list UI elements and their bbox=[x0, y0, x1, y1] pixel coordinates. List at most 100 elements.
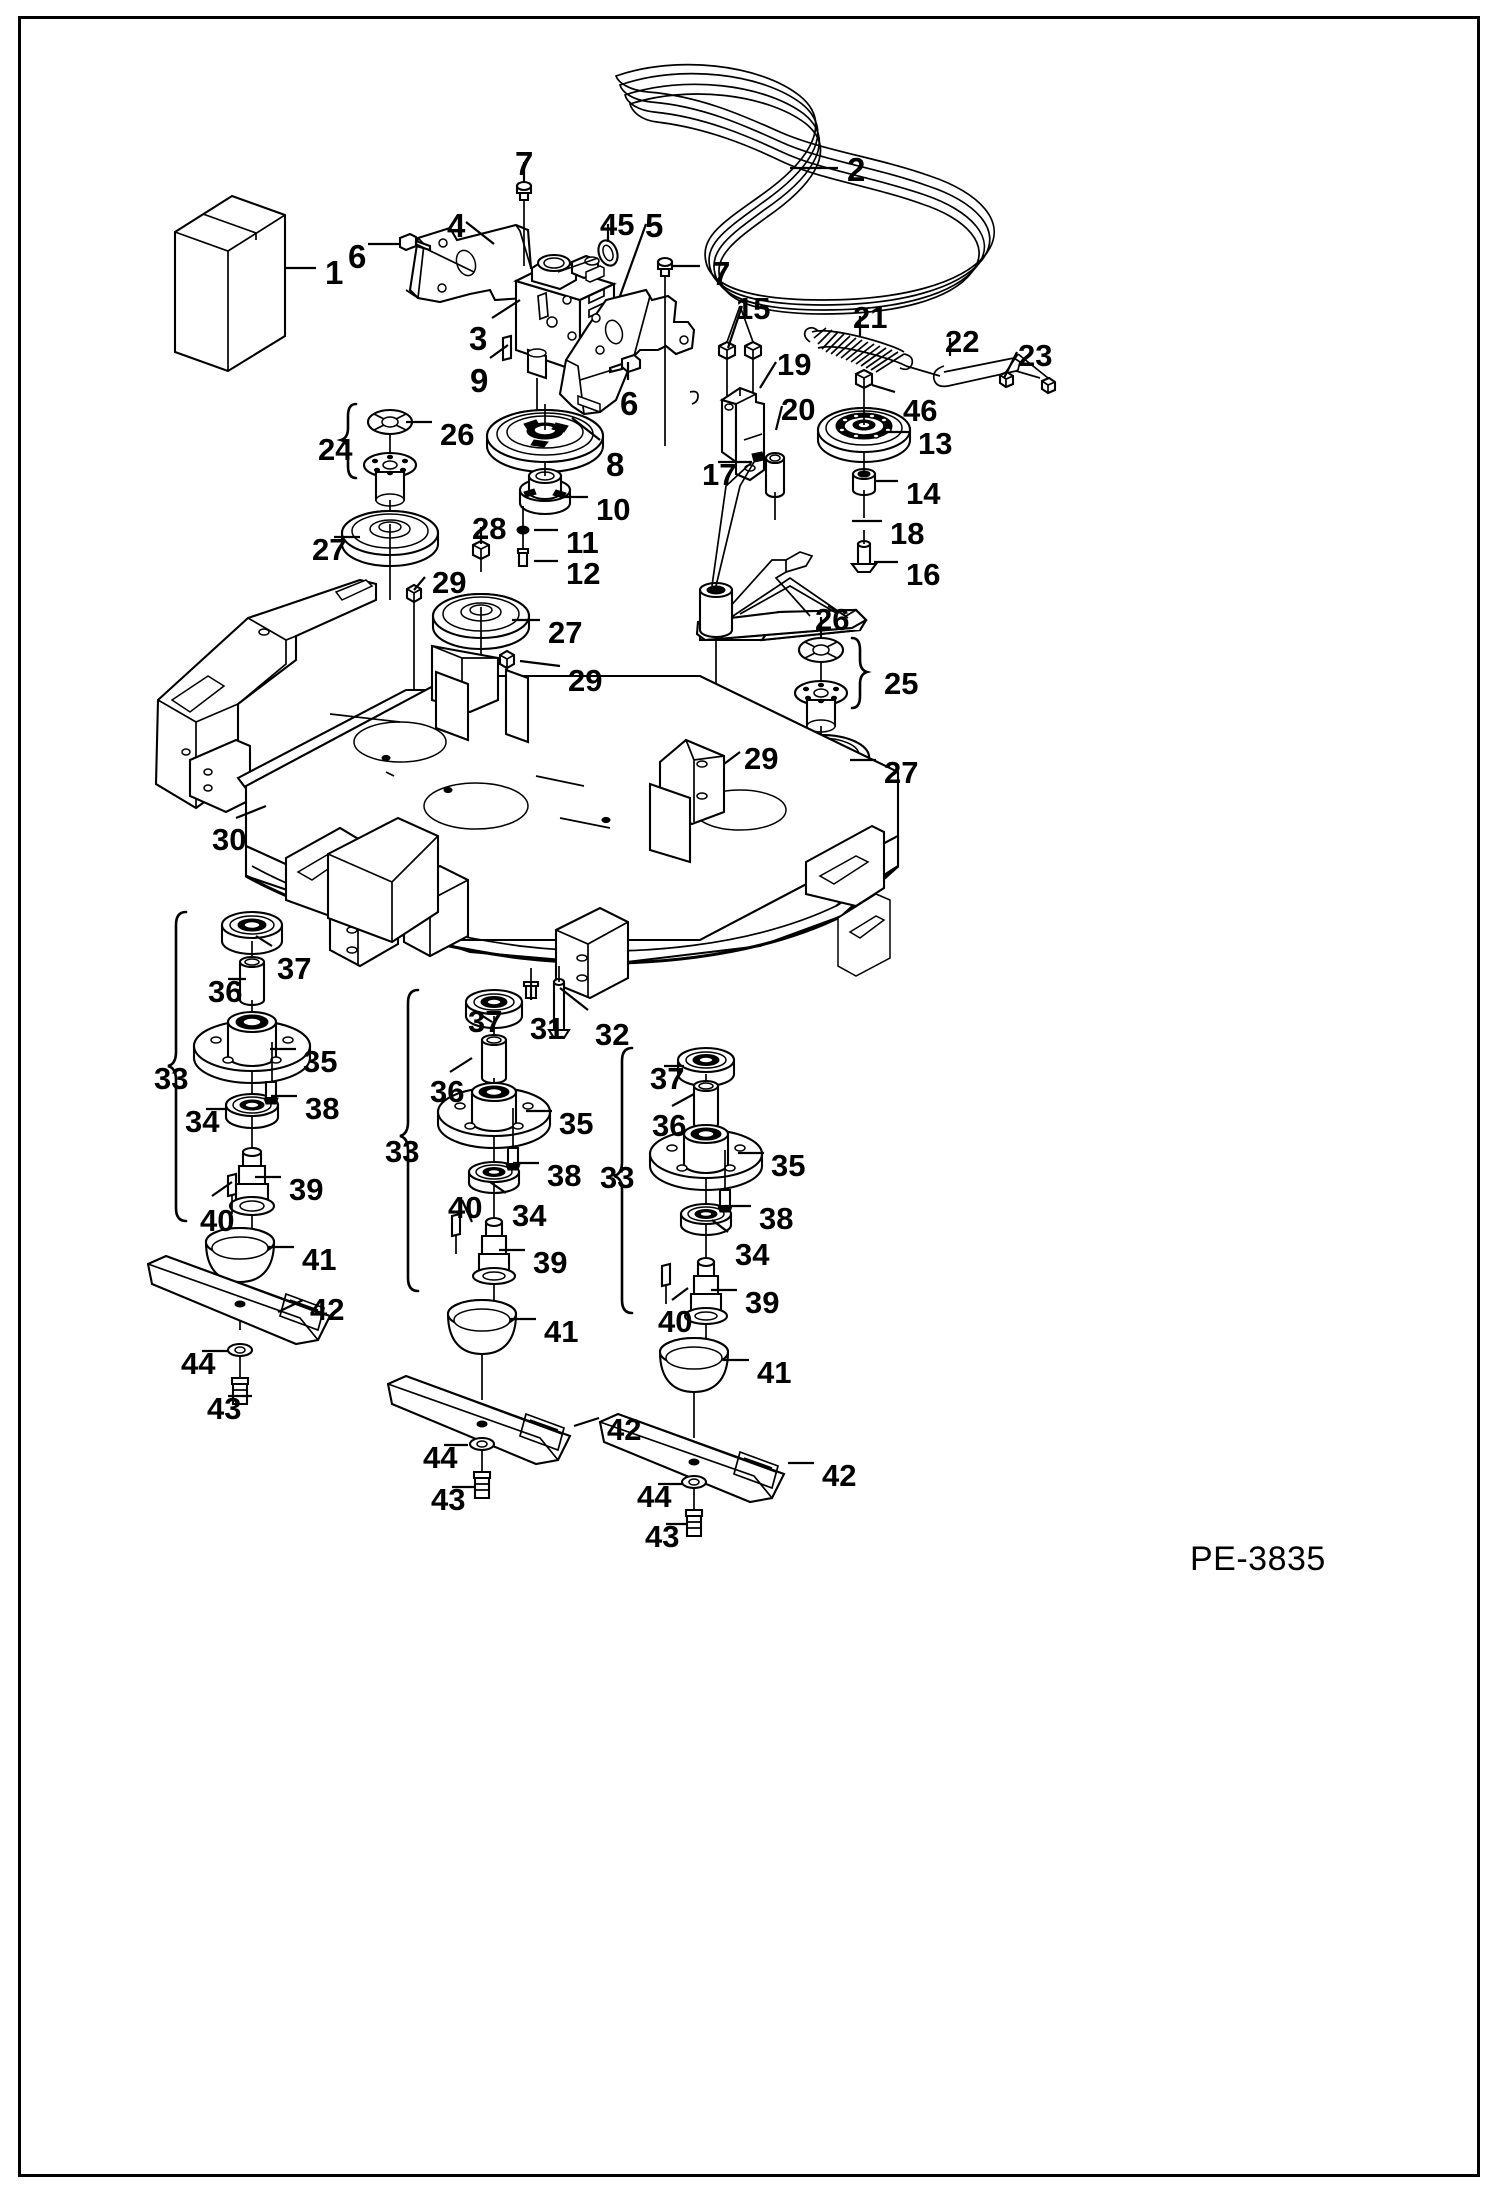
leader-woodruff-key bbox=[211, 1181, 233, 1197]
carriage-bolt-item-7b bbox=[656, 256, 674, 446]
callout-spindle-shaft: 39 bbox=[745, 1285, 780, 1320]
spacer-bushing-item-14 bbox=[851, 452, 877, 518]
bolt-item-6a bbox=[398, 232, 475, 273]
leader-bearing-upper bbox=[477, 1012, 493, 1023]
callout-spindle-housing: 35 bbox=[771, 1148, 806, 1183]
callout-spindle-housing: 35 bbox=[559, 1106, 594, 1141]
callout-mower-blade: 42 bbox=[822, 1458, 857, 1493]
callout-blade-bolt: 43 bbox=[431, 1482, 466, 1517]
callout-blade-cup: 41 bbox=[757, 1355, 792, 1390]
woodruff-key-item-40a bbox=[226, 1172, 238, 1214]
blade-cup-item-41c bbox=[658, 1336, 730, 1394]
carriage-bolt-item-32 bbox=[547, 966, 571, 1040]
callout-lock-nut: 29 bbox=[432, 565, 467, 600]
callout-spindle-pulley-kit-left: 24 bbox=[318, 432, 353, 467]
callout-mower-blade: 42 bbox=[607, 1412, 642, 1447]
carriage-bolt-item-16 bbox=[849, 530, 879, 574]
callout-bearing-upper: 37 bbox=[650, 1061, 685, 1096]
leader-woodruff-key bbox=[460, 1199, 474, 1223]
callout-idler-pulley: 13 bbox=[918, 426, 953, 461]
spindle-assembly-right bbox=[598, 1046, 786, 1538]
callout-blade-washer: 44 bbox=[181, 1346, 216, 1381]
callout-spindle-assembly: 33 bbox=[154, 1061, 189, 1096]
spring-rod-item-22 bbox=[932, 357, 1041, 388]
callout-clutch-hub: 10 bbox=[596, 492, 631, 527]
spindle-shaft-item-39c bbox=[683, 1256, 729, 1326]
woodruff-key-item-40c bbox=[660, 1262, 672, 1304]
callout-clutch-bracket-right: 5 bbox=[645, 207, 664, 244]
blade-washer-item-44b bbox=[468, 1436, 496, 1452]
spindle-assembly-left bbox=[146, 910, 332, 1406]
callout-bearing-spacer: 36 bbox=[430, 1074, 465, 1109]
callout-shipping-carton: 1 bbox=[325, 254, 344, 291]
callout-spindle-shaft: 39 bbox=[533, 1245, 568, 1280]
callout-bearing-spacer: 36 bbox=[208, 974, 243, 1009]
callout-mower-deck-shell: 30 bbox=[212, 822, 247, 857]
callout-set-screw: 38 bbox=[759, 1201, 794, 1236]
pulley-hub-item-24 bbox=[362, 451, 418, 524]
bearing-upper-item-37c bbox=[676, 1046, 736, 1088]
hex-bolt-item-12 bbox=[516, 534, 530, 568]
blade-cup-item-41b bbox=[446, 1298, 518, 1356]
blade-washer-item-44c bbox=[680, 1474, 708, 1490]
leader-roll-pin bbox=[489, 344, 509, 359]
jam-nuts-item-23 bbox=[998, 353, 1057, 395]
callout-roll-pin: 9 bbox=[470, 362, 489, 399]
hex-flange-bolt-item-31 bbox=[522, 968, 540, 1000]
bearing-upper-item-37b bbox=[464, 988, 524, 1030]
spindle-pulley-item-27a bbox=[340, 509, 440, 600]
callout-idler-arm: 18 bbox=[890, 516, 925, 551]
clutch-drive-pulley-item-8 bbox=[485, 404, 605, 474]
callout-spindle-pulley: 27 bbox=[884, 755, 919, 790]
spindle-assembly-middle bbox=[386, 988, 572, 1500]
callout-set-screw: 38 bbox=[305, 1091, 340, 1126]
callout-leaders bbox=[202, 162, 1018, 1526]
leader-bearing-upper bbox=[255, 935, 273, 947]
leader-bearing-lower bbox=[711, 1219, 729, 1233]
callout-hex-flange-bolt: 6 bbox=[348, 238, 367, 275]
mower-blade-item-42b bbox=[386, 1374, 572, 1466]
callout-mower-blade: 42 bbox=[310, 1292, 345, 1327]
callout-pulley-cap: 26 bbox=[815, 602, 850, 637]
roll-pin-item-9 bbox=[501, 334, 513, 362]
blade-washer-item-44a bbox=[226, 1342, 254, 1358]
callout-bearing-lower: 34 bbox=[185, 1104, 220, 1139]
bearing-spacer-item-36b bbox=[480, 1033, 508, 1085]
mower-deck-item-30 bbox=[154, 578, 900, 1000]
callout-grease-fitting: 17 bbox=[702, 457, 737, 492]
bearing-spacer-item-36a bbox=[238, 955, 266, 1007]
callout-pivot-sleeve: 20 bbox=[781, 392, 816, 427]
leader-woodruff-key bbox=[671, 1287, 689, 1301]
kit-brace-24 bbox=[336, 402, 358, 480]
leader-bearing-lower bbox=[489, 1181, 507, 1194]
callout-pivot-bracket: 19 bbox=[777, 347, 812, 382]
callout-spindle-pulley: 27 bbox=[548, 615, 583, 650]
leader-mower-blade bbox=[573, 1416, 600, 1428]
bolt-item-6b bbox=[579, 353, 642, 381]
callout-carriage-bolt: 16 bbox=[906, 557, 941, 592]
callout-bearing-spacer: 36 bbox=[652, 1108, 687, 1143]
grease-fitting-item-17 bbox=[711, 451, 765, 587]
callout-bearing-lower: 34 bbox=[512, 1198, 547, 1233]
pulley-cap-item-26b bbox=[797, 636, 845, 686]
callout-bearing-lower: 34 bbox=[735, 1237, 770, 1272]
callout-spindle-pulley: 27 bbox=[312, 532, 347, 567]
lock-nut-item-46 bbox=[854, 368, 874, 390]
spindle-housing-item-35b bbox=[436, 1081, 552, 1150]
mower-blade-item-42c bbox=[598, 1412, 786, 1504]
drive-belt-item-2 bbox=[614, 63, 995, 315]
callout-carriage-bolt: 7 bbox=[712, 255, 731, 292]
blade-bolt-item-43c bbox=[684, 1508, 704, 1538]
callout-spindle-pulley-kit-right: 25 bbox=[884, 666, 919, 701]
callout-jam-nuts: 23 bbox=[1018, 338, 1053, 373]
callout-lock-nut: 29 bbox=[744, 741, 779, 776]
leader-jam-nuts bbox=[1003, 351, 1018, 379]
leader-pivot-bracket bbox=[759, 361, 777, 389]
callout-lock-nut: 28 bbox=[472, 511, 507, 546]
callout-woodruff-key: 40 bbox=[200, 1203, 235, 1238]
callout-drive-belt: 2 bbox=[847, 151, 866, 188]
callout-blade-washer: 44 bbox=[423, 1440, 458, 1475]
spindle-pulley-item-27b bbox=[431, 592, 531, 844]
callout-spindle-housing: 35 bbox=[303, 1044, 338, 1079]
callout-electric-clutch: 3 bbox=[469, 320, 488, 357]
